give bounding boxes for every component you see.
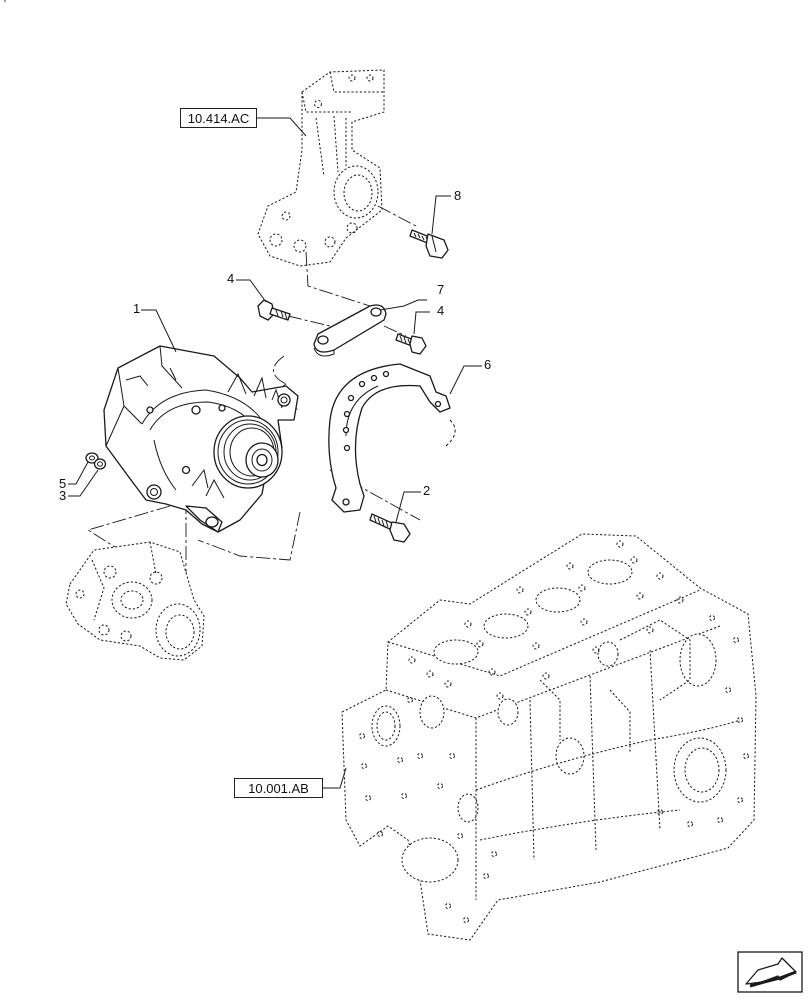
callout-1: 1 — [133, 301, 141, 316]
callout-4-upper: 4 — [227, 271, 235, 286]
bolt-part-8 — [409, 229, 449, 259]
callout-2: 2 — [423, 483, 431, 498]
washer-part-3 — [93, 458, 107, 470]
callout-6: 6 — [484, 357, 492, 372]
alternator-part-1 — [103, 345, 299, 533]
reference-box-bracket[interactable]: 10.414.AC — [180, 108, 257, 128]
pump-housing — [65, 541, 205, 661]
reference-box-engine-block[interactable]: 10.001.AB — [234, 778, 323, 798]
callout-8: 8 — [454, 188, 462, 203]
bolt-part-4-upper — [257, 299, 291, 321]
nut-part-5 — [85, 452, 99, 464]
callout-5: 5 — [59, 476, 67, 491]
callout-3: 3 — [59, 488, 67, 503]
callout-4-lower: 4 — [437, 303, 445, 318]
callout-leader-lines — [68, 117, 482, 789]
corner-mark: ' — [4, 0, 6, 10]
mounting-bracket — [257, 69, 385, 267]
bolt-part-4-lower — [395, 333, 427, 355]
bolt-part-2 — [369, 513, 411, 543]
engine-block — [341, 533, 757, 941]
link-plate-part-7 — [313, 304, 387, 357]
callout-7: 7 — [437, 282, 445, 297]
next-page-arrow-icon[interactable] — [737, 951, 803, 993]
